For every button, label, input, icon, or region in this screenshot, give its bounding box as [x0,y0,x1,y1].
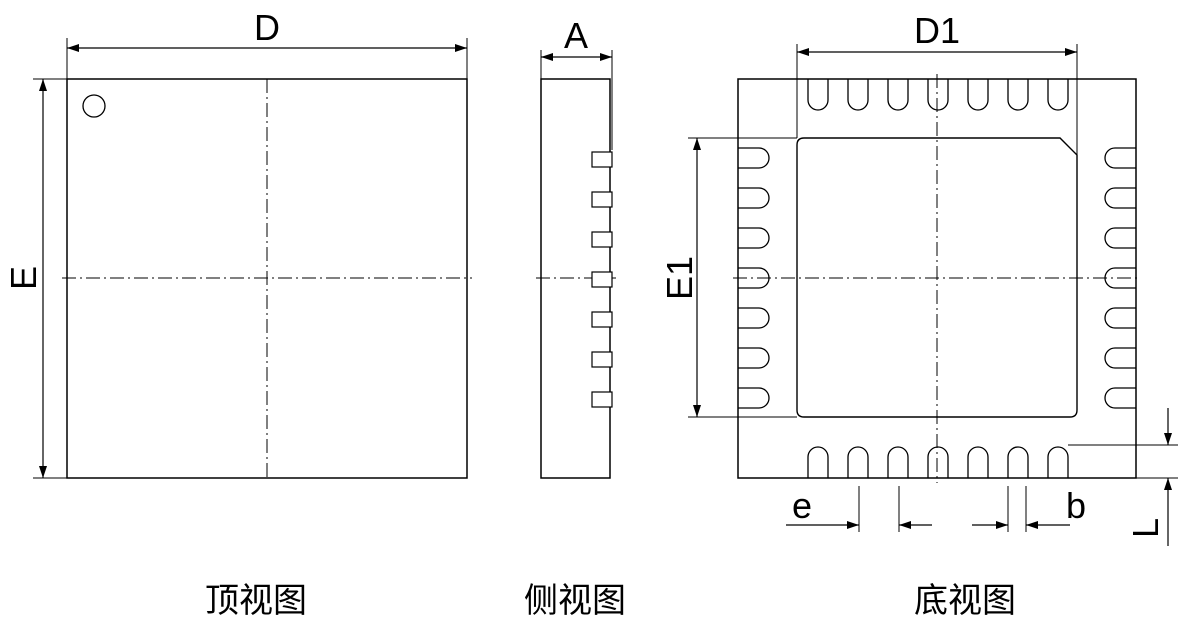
bottom-pin-right [1104,307,1136,329]
bottom-pin-left [738,387,770,409]
dim-b-label: b [1066,485,1086,526]
side-pin [591,271,613,288]
bottom-pin-left [738,347,770,369]
dim-l-label: L [1125,518,1166,538]
bottom-pin-right [1104,387,1136,409]
dim-e1-label: E1 [659,256,700,300]
dim-d-label: D [254,7,280,48]
side-view: A [536,15,616,479]
bottom-pin-left [738,147,770,169]
bottom-pin-right [1104,267,1136,289]
bottom-pin-bottom [967,446,989,478]
side-pin [591,191,613,208]
bottom-pin-bottom [927,446,949,478]
caption-side-view: 侧视图 [524,581,626,621]
side-pin [591,311,613,328]
dim-a-label: A [564,15,588,56]
dim-e-label: E [3,266,44,290]
bottom-pin-top [1007,79,1029,111]
bottom-pin-top [847,79,869,111]
bottom-pin-left [738,227,770,249]
dim-d1-label: D1 [914,10,960,51]
bottom-pin-top [927,79,949,111]
exposed-pad [796,137,1078,418]
bottom-pin-bottom [847,446,869,478]
bottom-pin-bottom [1007,446,1029,478]
side-pin [591,231,613,248]
bottom-pin-top [887,79,909,111]
caption-bottom-view: 底视图 [914,581,1016,621]
side-view-pins [591,151,613,408]
bottom-pin-left [738,187,770,209]
bottom-pin-top [1047,79,1069,111]
dim-e-pitch-label: e [792,485,812,526]
caption-top-view: 顶视图 [205,581,307,621]
bottom-pin-bottom [887,446,909,478]
bottom-pin-bottom [807,446,829,478]
bottom-view: D1 E1 e b L [659,10,1178,546]
bottom-pin-right [1104,227,1136,249]
pin1-marker-icon [82,94,106,118]
top-view: D E [3,7,472,479]
bottom-view-pins [738,79,1136,478]
bottom-pin-right [1104,147,1136,169]
bottom-pin-left [738,307,770,329]
bottom-pin-left [738,267,770,289]
bottom-pin-right [1104,347,1136,369]
side-pin [591,151,613,168]
bottom-pin-top [807,79,829,111]
side-pin [591,391,613,408]
bottom-pin-top [967,79,989,111]
bottom-pin-bottom [1047,446,1069,478]
side-pin [591,351,613,368]
bottom-pin-right [1104,187,1136,209]
